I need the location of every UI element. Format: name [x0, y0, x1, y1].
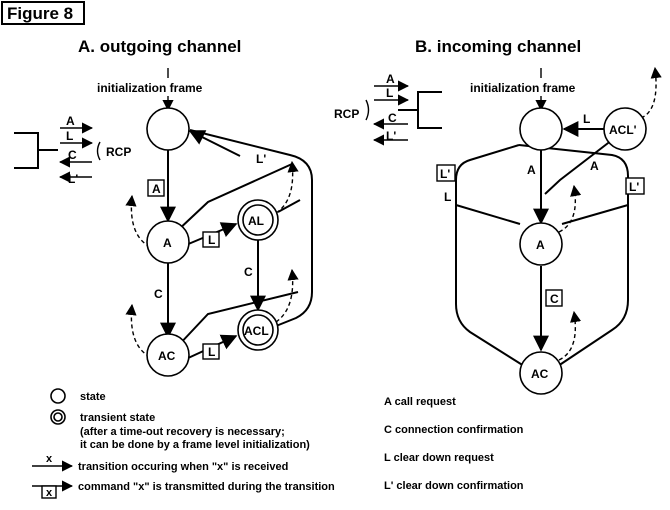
incoming-rcp-signal-c: C: [388, 111, 397, 125]
incoming-rcp-interface: [365, 80, 442, 146]
incoming-title: B. incoming channel: [415, 37, 581, 56]
definition-lprime: L' clear down confirmation: [384, 480, 524, 492]
incoming-label-l-left: L: [444, 190, 451, 204]
incoming-state-init: [519, 107, 563, 151]
outgoing-state-a: [146, 220, 190, 264]
outgoing-box-l2: [202, 343, 220, 360]
outgoing-box-l1-text: L: [208, 233, 215, 247]
definition-a: A call request: [384, 396, 456, 408]
incoming-box-lprime-left-text: L': [440, 167, 450, 181]
legend-transient-title: transient state: [80, 412, 155, 424]
incoming-init-label: initialization frame: [470, 81, 576, 95]
outgoing-a-selfloop: [125, 194, 151, 248]
outgoing-state-ac-label: AC: [158, 349, 176, 363]
incoming-rcp-signal-lprime: L': [386, 129, 396, 143]
incoming-state-ac: [519, 351, 563, 395]
outgoing-rcp-signal-c: C: [68, 148, 77, 162]
definition-l: L clear down request: [384, 452, 494, 464]
outgoing-rcp-signal-a: A: [66, 114, 75, 128]
outgoing-label-lprime: L': [256, 152, 266, 166]
incoming-box-c-text: C: [550, 292, 559, 306]
legend-transient-icon-inner: [53, 412, 63, 422]
outgoing-state-acl-label: ACL: [244, 324, 269, 338]
outgoing-state-init: [146, 107, 190, 151]
incoming-state-acl: [603, 107, 647, 151]
incoming-a-selfloop: [558, 184, 582, 233]
outgoing-transient-state-al-inner: [242, 204, 274, 236]
incoming-rcp-signal-a: A: [386, 72, 395, 86]
outgoing-rcp-interface: [14, 122, 101, 183]
incoming-state-acl-label: ACL': [609, 123, 637, 137]
outgoing-init-label: initialization frame: [97, 81, 203, 95]
outgoing-rcp-signal-l: L: [66, 129, 73, 143]
outgoing-transient-state-acl-inner: [242, 314, 274, 346]
incoming-label-a2: A: [590, 159, 599, 173]
outgoing-box-a: [147, 179, 165, 197]
incoming-outer-loop: [455, 144, 629, 367]
incoming-acl-selfloop: [640, 66, 662, 119]
incoming-label-a1: A: [527, 163, 536, 177]
incoming-rcp-signal-l: L: [386, 86, 393, 100]
legend-received-marker: x: [46, 453, 53, 465]
outgoing-label-c2: C: [244, 265, 253, 279]
outgoing-label-c1: C: [154, 287, 163, 301]
legend-transient-line1: (after a time-out recovery is necessary;: [80, 426, 285, 438]
legend-received-text: transition occuring when "x" is received: [78, 461, 288, 473]
incoming-box-lprime-right-text: L': [629, 180, 639, 194]
legend-command-marker: x: [46, 487, 53, 499]
outgoing-ac-selfloop: [125, 303, 151, 358]
outgoing-box-l2-text: L: [208, 345, 215, 359]
figure-label-box: [1, 1, 85, 25]
outgoing-state-al-label: AL: [248, 214, 264, 228]
incoming-box-lprime-right: [625, 177, 645, 195]
incoming-ac-selfloop: [558, 310, 582, 361]
incoming-acl-to-a-path: [544, 139, 613, 195]
outgoing-rcp-label: RCP: [106, 145, 131, 159]
outgoing-box-l1: [202, 231, 220, 248]
incoming-label-l-top: L: [583, 112, 590, 126]
outgoing-al-selfloop: [275, 160, 299, 214]
legend-transient-line2: it can be done by a frame level initiali…: [80, 439, 310, 451]
incoming-state-a: [519, 222, 563, 266]
legend-state-icon: [50, 388, 66, 404]
legend-state-text: state: [80, 391, 106, 403]
outgoing-state-ac: [146, 333, 190, 377]
outgoing-state-a-label: A: [163, 236, 172, 250]
figure-label: Figure 8: [7, 4, 73, 23]
outgoing-clear-loop: [175, 129, 313, 349]
outgoing-rcp-signal-lprime: L': [68, 172, 78, 186]
outgoing-title: A. outgoing channel: [78, 37, 241, 56]
outgoing-acl-selfloop: [275, 268, 299, 323]
incoming-state-ac-label: AC: [531, 367, 549, 381]
incoming-rcp-label: RCP: [334, 107, 359, 121]
legend-command-box: [41, 485, 57, 499]
outgoing-box-a-text: A: [152, 182, 161, 196]
legend-command-text: command "x" is transmitted during the tr…: [78, 481, 335, 493]
incoming-state-a-label: A: [536, 238, 545, 252]
incoming-box-c: [545, 289, 563, 307]
definition-c: C connection confirmation: [384, 424, 524, 436]
incoming-box-lprime-left: [436, 164, 456, 182]
